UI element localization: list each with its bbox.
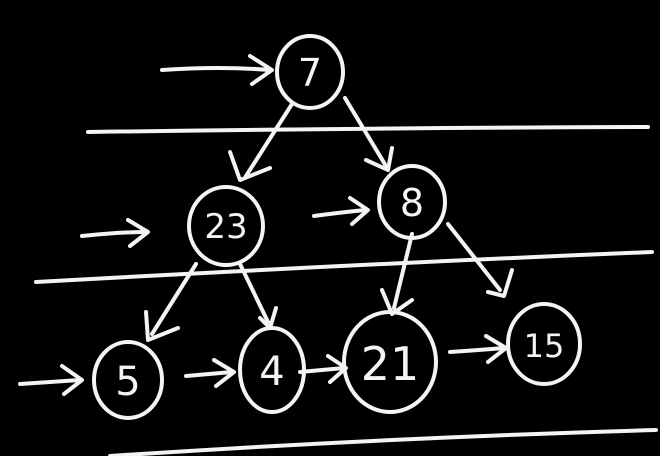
tree-node-21: 21: [342, 310, 438, 414]
level-separator-line: [34, 250, 654, 284]
node-label: 15: [524, 327, 565, 365]
tree-node-15: 15: [506, 302, 582, 386]
tree-node-5: 5: [92, 340, 164, 420]
tree-edges: [144, 96, 514, 342]
node-label: 8: [400, 181, 424, 225]
traversal-arrow-4-to-21: [298, 354, 348, 384]
tree-node-23: 23: [187, 185, 265, 267]
edge-7-to-8: [343, 96, 394, 172]
tree-node-7: 7: [275, 34, 345, 110]
edge-23-to-5: [144, 262, 198, 342]
level-separators: [34, 125, 658, 456]
edge-8-to-21: [380, 232, 414, 316]
traversal-arrow-21-to-15: [448, 334, 508, 364]
edge-7-to-23: [228, 102, 294, 182]
node-label: 4: [259, 349, 284, 395]
traversal-arrow-into-23: [80, 218, 150, 248]
traversal-arrow-into-5: [18, 364, 84, 396]
tree-nodes: 7 23 8 5 4 21: [92, 34, 582, 420]
node-label: 23: [204, 207, 247, 247]
traversal-arrow-5-to-4: [184, 358, 236, 388]
node-label: 7: [298, 51, 322, 95]
level-separator-line: [86, 125, 650, 134]
edge-8-to-15: [446, 222, 514, 298]
traversal-arrow-into-7: [160, 54, 274, 86]
tree-node-4: 4: [238, 326, 306, 414]
edge-23-to-4: [238, 262, 278, 330]
level-separator-line: [108, 428, 658, 456]
traversal-arrow-23-to-8: [312, 196, 370, 226]
tree-node-8: 8: [377, 164, 447, 240]
node-label: 5: [115, 359, 140, 405]
node-label: 21: [361, 337, 420, 391]
traversal-arrows: [18, 54, 508, 396]
